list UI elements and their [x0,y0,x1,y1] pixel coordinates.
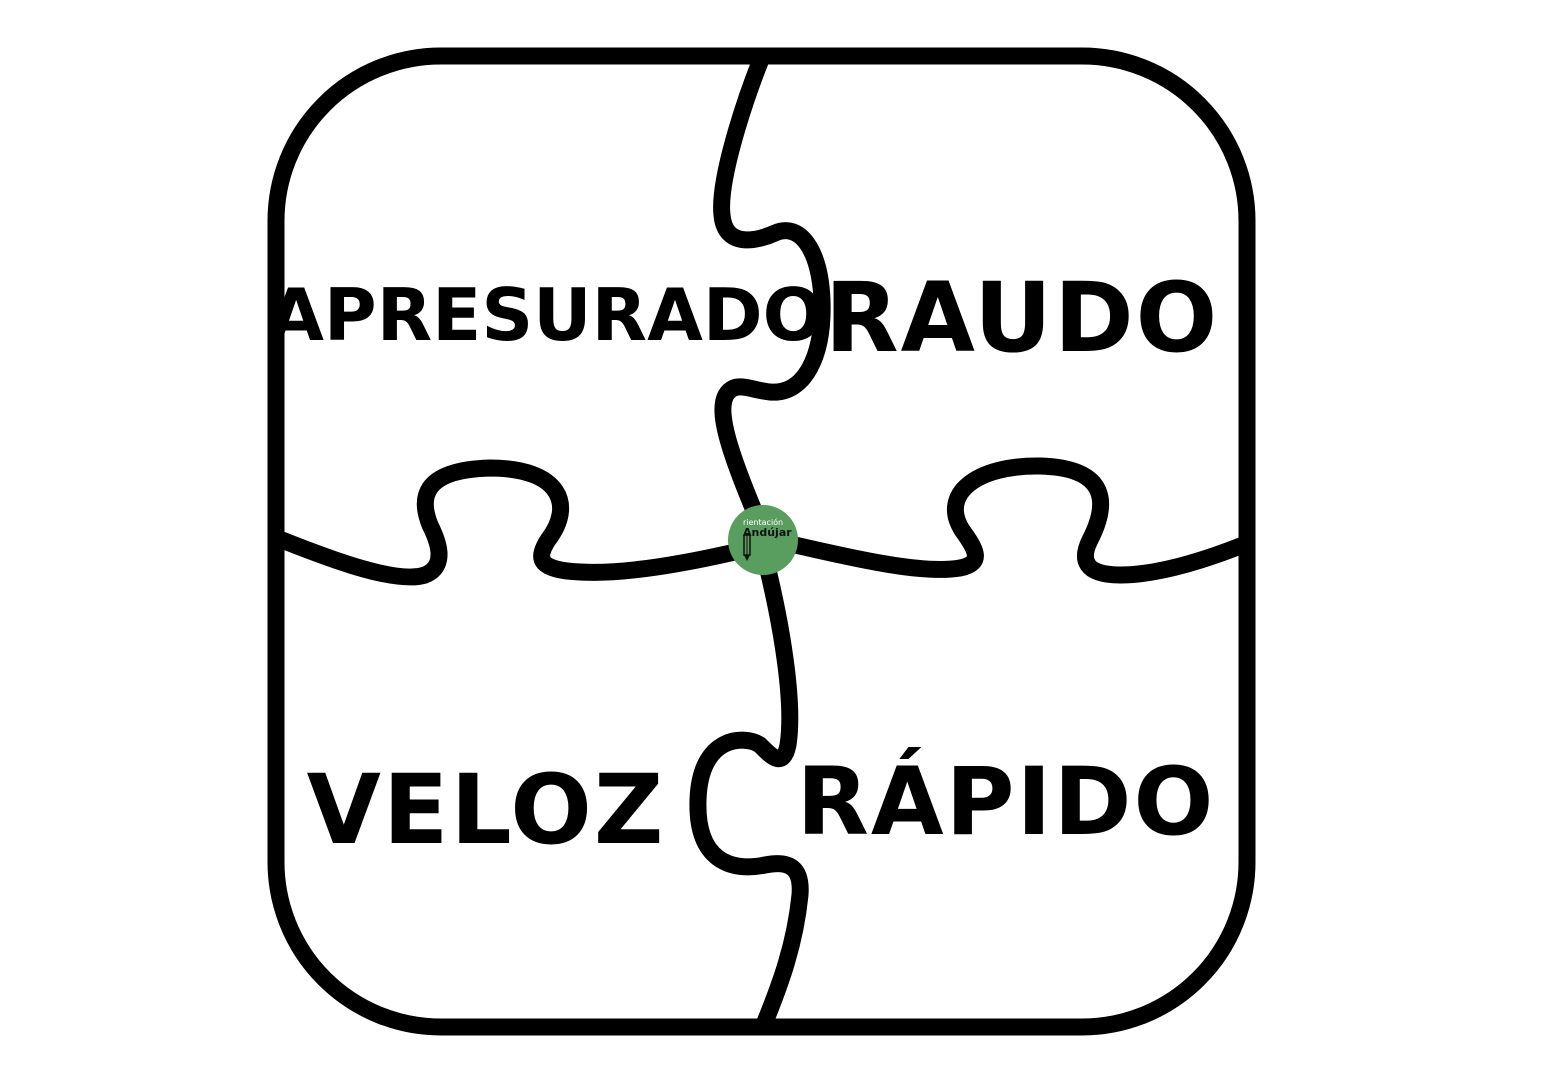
logo-line1: rientación [743,518,784,527]
seam-left-horizontal [273,459,744,586]
pencil-icon [743,534,751,561]
seam-right-horizontal [786,457,1252,584]
seam-bottom-vertical [689,561,809,1031]
seam-top-vertical [713,53,831,539]
piece-word-bottom-left: VELOZ [306,754,666,866]
logo-line2: Andújar [743,526,792,539]
piece-word-top-left: APRESURADO [268,273,824,357]
piece-word-bottom-right: RÁPIDO [796,748,1216,857]
orientacion-andujar-logo: rientación Andújar [728,505,798,575]
piece-word-top-right: RAUDO [824,262,1220,374]
